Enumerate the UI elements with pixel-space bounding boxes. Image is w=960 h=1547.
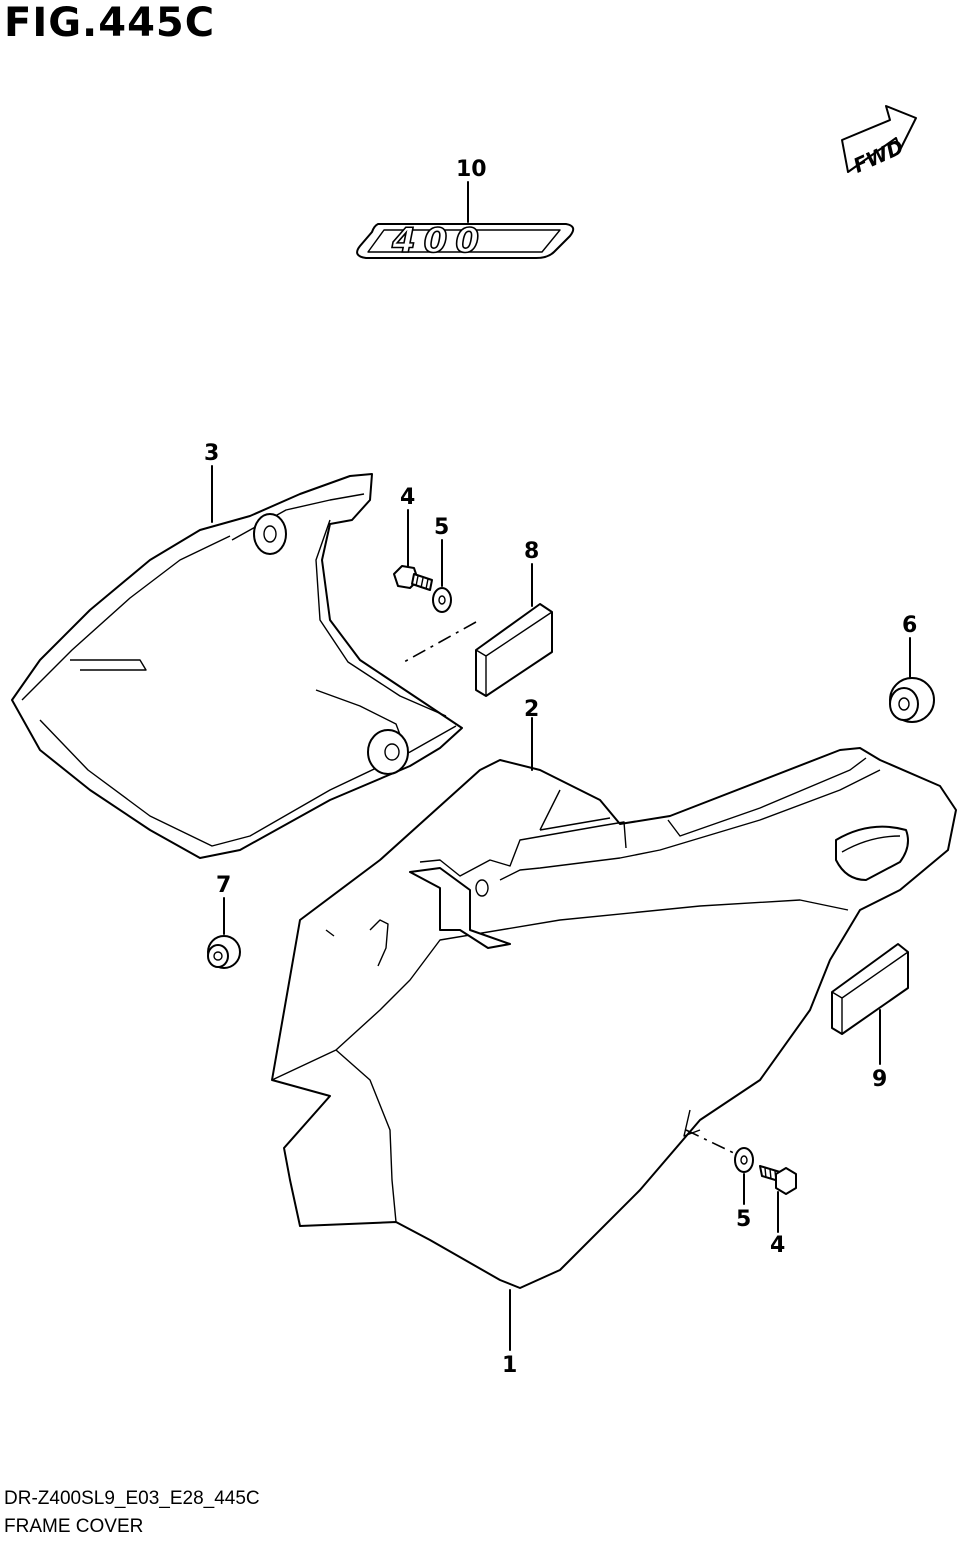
lower-washer (734, 1147, 754, 1173)
callout-10: 10 (456, 157, 487, 182)
fwd-direction-arrow: FWD (841, 105, 917, 178)
figure-title: FIG.445C (4, 0, 216, 46)
grommet-6 (889, 677, 935, 723)
callout-1: 1 (502, 1353, 517, 1378)
lower-bolt (759, 1165, 797, 1195)
callout-5-upper: 5 (434, 515, 449, 540)
grommet-7 (207, 935, 241, 969)
callout-6: 6 (902, 613, 917, 638)
upper-bolt (393, 565, 433, 591)
upper-frame-cover (11, 473, 463, 859)
assembly-dashed-line-lower (685, 1129, 741, 1157)
figure-name: FRAME COVER (4, 1516, 144, 1537)
assembly-dashed-line-upper (403, 621, 477, 663)
model-code: DR-Z400SL9_E03_E28_445C (4, 1488, 260, 1509)
callout-2: 2 (524, 697, 539, 722)
callout-3: 3 (204, 441, 219, 466)
callout-5-lower: 5 (736, 1207, 751, 1232)
callout-4-upper: 4 (400, 485, 415, 510)
emblem-400: 400 (356, 220, 575, 262)
main-frame-cover (271, 747, 957, 1289)
cushion-pad-8 (475, 603, 553, 697)
upper-washer (432, 587, 452, 613)
cushion-pad-9 (831, 943, 909, 1035)
callout-4-lower: 4 (770, 1233, 785, 1258)
callout-8: 8 (524, 539, 539, 564)
callout-7: 7 (216, 873, 231, 898)
callout-9: 9 (872, 1067, 887, 1092)
emblem-text: 400 (391, 221, 487, 261)
